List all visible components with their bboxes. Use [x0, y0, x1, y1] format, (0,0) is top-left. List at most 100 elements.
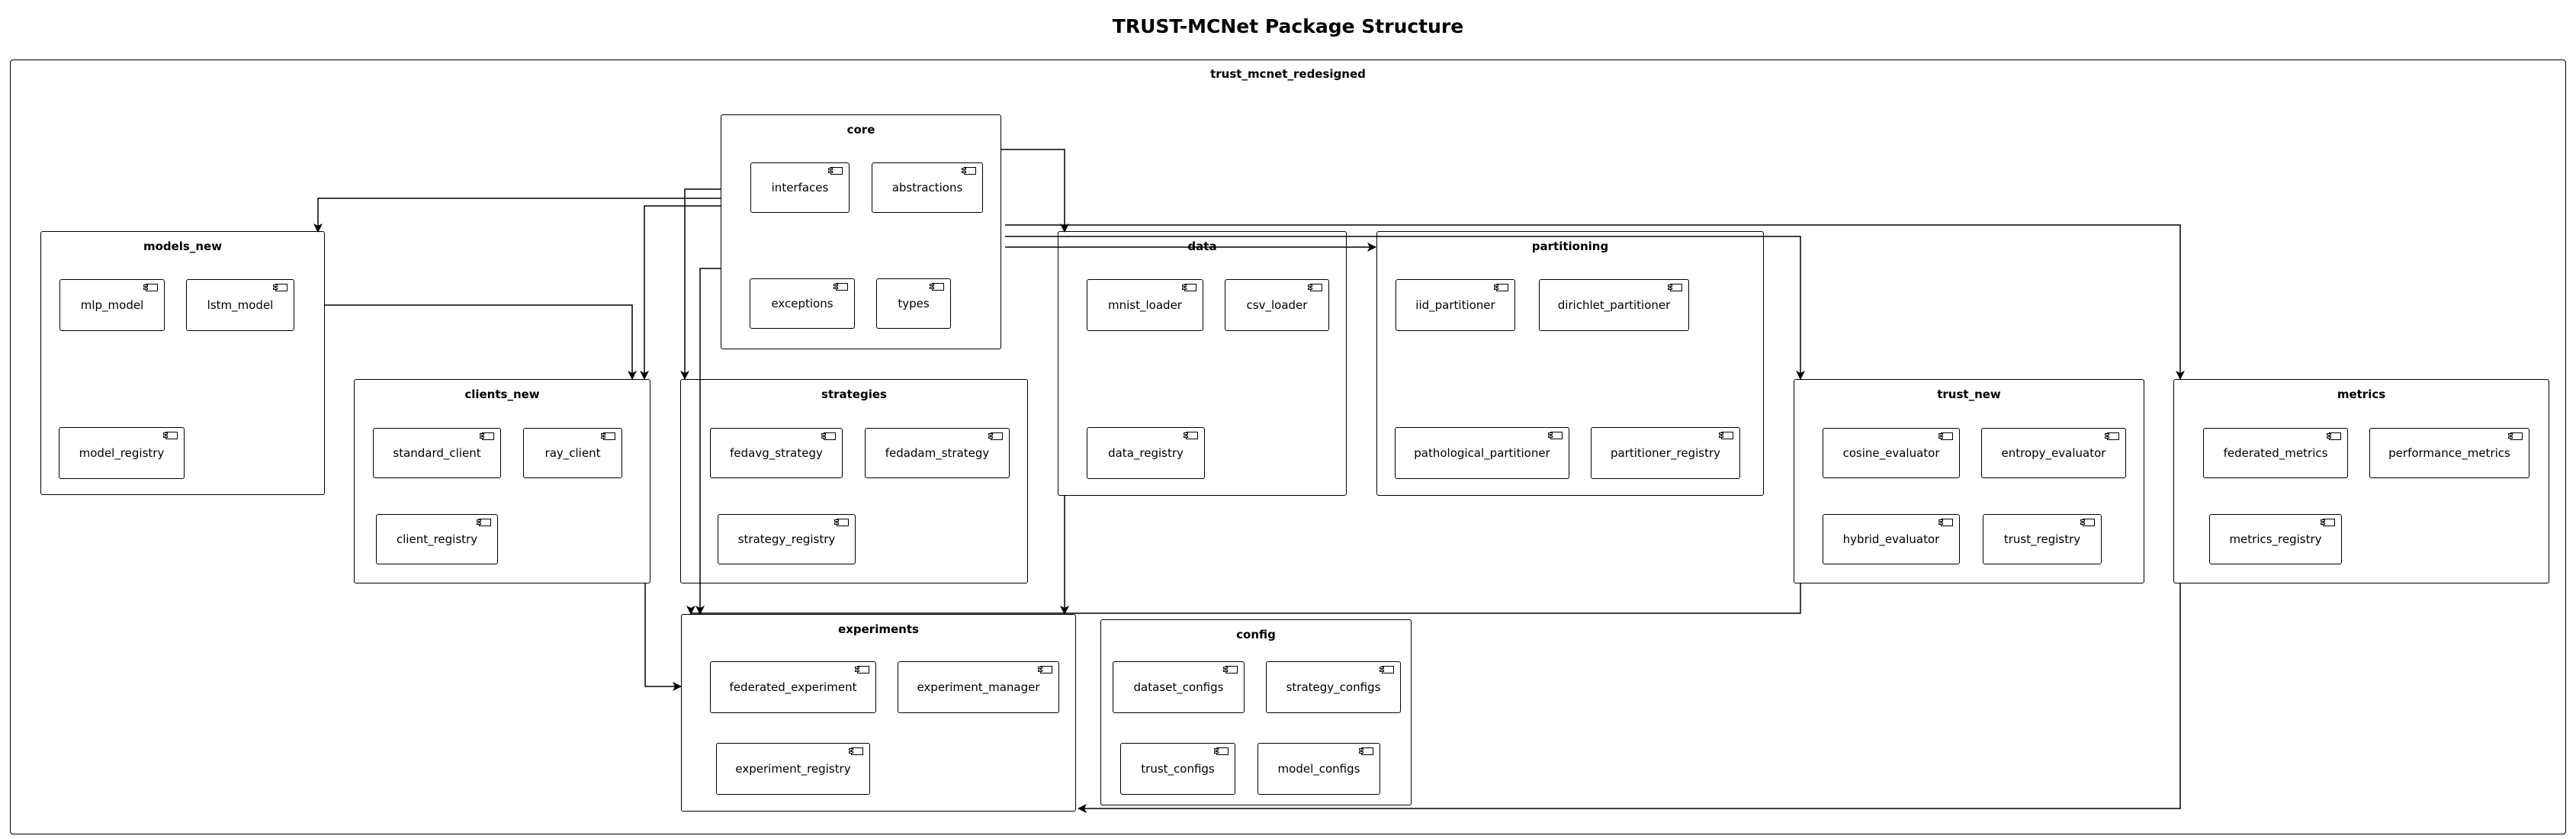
component-label: performance_metrics	[2388, 446, 2510, 460]
component-ray-client: ray_client	[523, 428, 622, 478]
component-hybrid-evaluator: hybrid_evaluator	[1823, 514, 1960, 564]
component-icon	[1938, 519, 1953, 526]
component-dirichlet-partitioner: dirichlet_partitioner	[1539, 279, 1689, 331]
package-label: data	[1187, 239, 1217, 253]
component-icon	[828, 167, 843, 175]
edge-core-models-new	[313, 198, 721, 233]
package-label: trust_new	[1937, 387, 2001, 401]
component-interfaces: interfaces	[750, 162, 850, 213]
package-strategies: strategies fedavg_strategy fedadam_strat…	[680, 379, 1028, 583]
component-types: types	[876, 278, 951, 329]
component-mnist-loader: mnist_loader	[1087, 279, 1203, 331]
component-icon	[1038, 666, 1052, 673]
component-label: partitioner_registry	[1610, 446, 1721, 460]
component-icon	[477, 519, 491, 526]
component-icon	[163, 432, 178, 439]
component-label: mnist_loader	[1108, 298, 1182, 312]
component-label: abstractions	[891, 181, 963, 194]
package-clients-new: clients_new standard_client ray_client c…	[354, 379, 650, 583]
component-label: trust_configs	[1141, 762, 1215, 776]
component-label: exceptions	[771, 297, 834, 310]
component-label: mlp_model	[80, 298, 144, 312]
package-metrics: metrics federated_metrics performance_me…	[2173, 379, 2549, 583]
component-label: dirichlet_partitioner	[1557, 298, 1671, 312]
package-label: models_new	[143, 239, 223, 253]
package-models-new: models_new mlp_model lstm_model model_re…	[40, 231, 325, 495]
component-label: csv_loader	[1246, 298, 1308, 312]
edge-clients-new-experiments	[644, 583, 682, 691]
component-mlp-model: mlp_model	[59, 279, 165, 331]
component-exceptions: exceptions	[750, 278, 855, 329]
component-icon	[1223, 666, 1238, 673]
package-trust-new: trust_new cosine_evaluator entropy_evalu…	[1794, 379, 2144, 583]
package-label: experiments	[838, 622, 919, 636]
component-label: experiment_manager	[917, 680, 1040, 694]
component-icon	[273, 284, 287, 291]
component-standard-client: standard_client	[373, 428, 501, 478]
component-federated-experiment: federated_experiment	[710, 661, 876, 713]
component-icon	[143, 284, 158, 291]
component-icon	[1359, 747, 1373, 755]
component-label: data_registry	[1108, 446, 1184, 460]
component-label: model_configs	[1277, 762, 1360, 776]
package-label: core	[846, 123, 875, 137]
component-icon	[1494, 284, 1508, 291]
package-label: trust_mcnet_redesigned	[1210, 67, 1366, 81]
component-icon	[1184, 432, 1198, 439]
edge-trust-new-experiments	[686, 583, 1801, 615]
component-icon	[834, 283, 848, 291]
component-metrics-registry: metrics_registry	[2209, 514, 2342, 564]
component-icon	[2321, 519, 2335, 526]
package-label: partitioning	[1531, 239, 1609, 253]
component-label: client_registry	[396, 532, 478, 546]
diagram-title: TRUST-MCNet Package Structure	[1112, 15, 1464, 37]
component-icon	[930, 283, 944, 291]
component-label: dataset_configs	[1133, 680, 1224, 694]
component-experiment-manager: experiment_manager	[898, 661, 1059, 713]
package-core: core interfaces abstractions exceptions …	[721, 114, 1001, 349]
component-fedavg-strategy: fedavg_strategy	[710, 428, 843, 478]
component-iid-partitioner: iid_partitioner	[1396, 279, 1515, 331]
edge-models-new-clients-new	[324, 304, 637, 380]
component-label: fedavg_strategy	[730, 446, 823, 460]
component-label: entropy_evaluator	[2001, 446, 2106, 460]
edge-core-strategies	[680, 188, 721, 380]
component-label: federated_experiment	[729, 680, 857, 694]
component-model-registry: model_registry	[59, 427, 185, 479]
package-config: config dataset_configs strategy_configs …	[1100, 619, 1412, 805]
component-entropy-evaluator: entropy_evaluator	[1981, 428, 2126, 478]
component-label: iid_partitioner	[1415, 298, 1495, 312]
component-icon	[2508, 432, 2523, 440]
package-label: config	[1236, 628, 1276, 641]
component-label: experiment_registry	[735, 762, 851, 776]
component-strategy-configs: strategy_configs	[1266, 661, 1401, 713]
component-icon	[1938, 432, 1953, 440]
component-performance-metrics: performance_metrics	[2369, 428, 2529, 478]
component-label: strategy_registry	[737, 532, 836, 546]
edge-core-metrics	[1005, 224, 2185, 380]
component-icon	[855, 666, 869, 673]
package-partitioning: partitioning iid_partitioner dirichlet_p…	[1376, 231, 1764, 496]
component-icon	[1719, 432, 1733, 439]
component-data-registry: data_registry	[1087, 427, 1205, 479]
component-icon	[1668, 284, 1682, 291]
component-fedadam-strategy: fedadam_strategy	[865, 428, 1010, 478]
component-dataset-configs: dataset_configs	[1113, 661, 1245, 713]
component-label: strategy_configs	[1286, 680, 1381, 694]
edge-core-trust-new	[1005, 236, 1805, 380]
component-label: ray_client	[544, 446, 601, 460]
edge-metrics-experiments	[1078, 583, 2181, 813]
component-label: lstm_model	[207, 298, 274, 312]
component-icon	[480, 432, 494, 440]
component-icon	[2105, 432, 2119, 440]
component-pathological-partitioner: pathological_partitioner	[1395, 427, 1569, 479]
edge-core-experiments	[695, 268, 721, 615]
component-label: metrics_registry	[2229, 532, 2322, 546]
component-label: hybrid_evaluator	[1842, 532, 1940, 546]
component-trust-configs: trust_configs	[1120, 743, 1235, 795]
component-icon	[1380, 666, 1394, 673]
component-client-registry: client_registry	[376, 514, 498, 564]
edge-core-clients-new	[640, 205, 721, 380]
component-label: federated_metrics	[2223, 446, 2328, 460]
